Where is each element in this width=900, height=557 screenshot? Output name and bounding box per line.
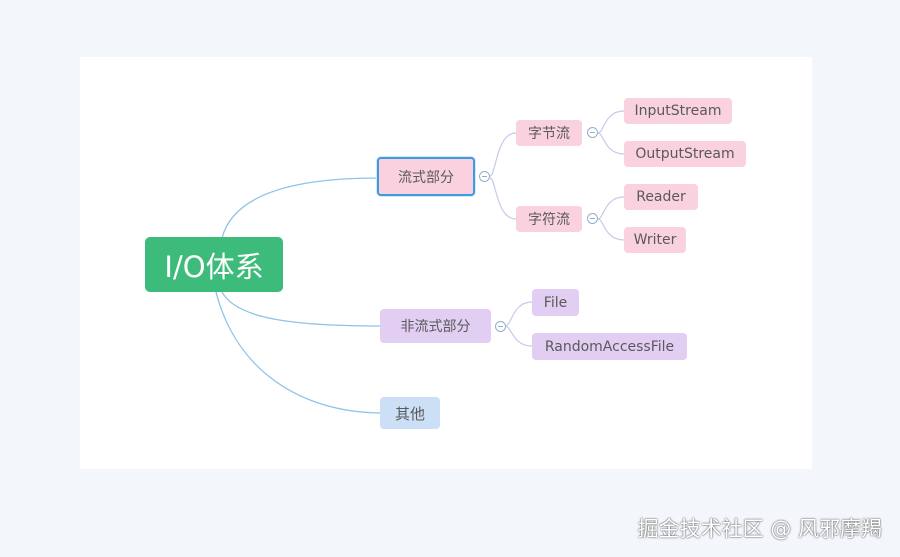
collapse-toggle-icon[interactable] xyxy=(587,127,598,138)
collapse-toggle-icon[interactable] xyxy=(495,321,506,332)
reader-node[interactable]: Reader xyxy=(624,184,698,210)
writer-node[interactable]: Writer xyxy=(624,227,686,253)
link-nonstream-raf xyxy=(504,325,533,347)
link-root-nonstream xyxy=(221,291,381,327)
link-nonstream-file xyxy=(504,301,533,327)
link-stream-byte xyxy=(489,132,517,177)
inputstream-node[interactable]: InputStream xyxy=(624,98,732,124)
byte-stream-node[interactable]: 字节流 xyxy=(516,120,582,146)
link-byte-output xyxy=(597,132,625,155)
randomaccessfile-node[interactable]: RandomAccessFile xyxy=(532,333,687,360)
other-branch-node[interactable]: 其他 xyxy=(380,397,440,429)
collapse-toggle-icon[interactable] xyxy=(587,213,598,224)
outputstream-node[interactable]: OutputStream xyxy=(624,141,746,167)
link-root-other xyxy=(215,291,381,414)
stream-branch-node[interactable]: 流式部分 xyxy=(377,157,475,196)
file-node[interactable]: File xyxy=(532,289,579,316)
link-byte-input xyxy=(597,110,625,134)
root-node[interactable]: I/O体系 xyxy=(145,237,283,292)
link-root-stream xyxy=(221,177,379,239)
watermark-text: 掘金技术社区 @ 风邪摩羯 xyxy=(637,517,882,541)
nonstream-branch-node[interactable]: 非流式部分 xyxy=(380,309,491,343)
collapse-toggle-icon[interactable] xyxy=(479,171,490,182)
link-char-writer xyxy=(597,218,625,241)
char-stream-node[interactable]: 字符流 xyxy=(516,206,582,232)
link-char-reader xyxy=(597,196,625,220)
link-stream-char xyxy=(489,177,517,220)
